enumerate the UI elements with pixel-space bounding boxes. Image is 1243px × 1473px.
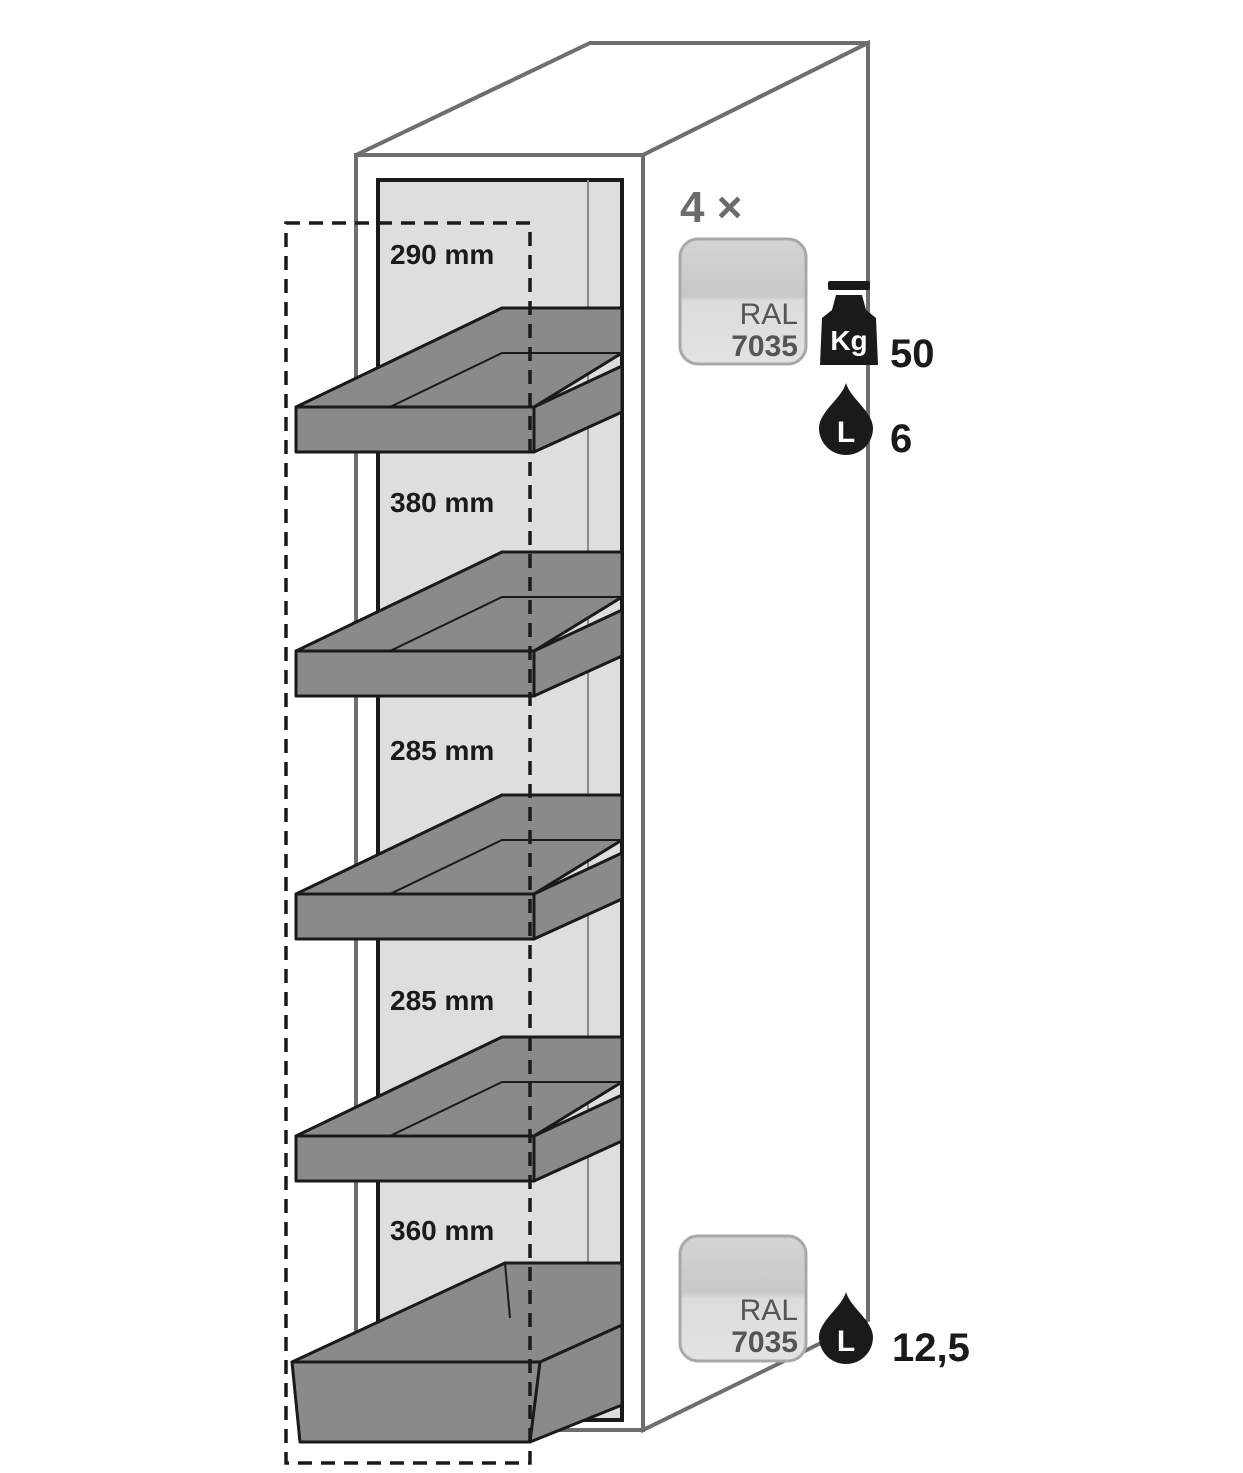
shelf-gap-label: 285 mm <box>390 735 494 766</box>
color-swatch-bottom: RAL 7035 <box>678 1234 808 1363</box>
max-load-value: 50 <box>890 332 935 376</box>
shelf <box>294 1035 624 1183</box>
shelf <box>294 793 624 941</box>
swatch-ral-label: RAL <box>740 1294 798 1327</box>
shelf <box>294 306 624 454</box>
drop-icon-text: L <box>837 1325 855 1358</box>
shelf-gap-label: 285 mm <box>390 985 494 1016</box>
shelf-gap-label: 360 mm <box>390 1215 494 1246</box>
pull-out-outline <box>284 221 532 1465</box>
sump-capacity-value: 12,5 <box>892 1326 970 1370</box>
shelf-gap-labels: 290 mm 380 mm 285 mm 285 mm 360 mm <box>390 239 494 1246</box>
weight-icon-text: Kg <box>830 325 867 356</box>
shelf-gap-label: 380 mm <box>390 487 494 518</box>
shelf-gap-label: 290 mm <box>390 239 494 270</box>
swatch-ral-label: RAL <box>740 298 798 331</box>
drop-icon: L <box>819 383 873 456</box>
drop-icon: L <box>819 1292 873 1365</box>
shelf <box>294 550 624 698</box>
shelves <box>294 306 624 1183</box>
color-swatch-top: RAL 7035 <box>678 237 808 366</box>
drop-icon-text: L <box>837 416 855 449</box>
shelf-capacity-value: 6 <box>890 417 912 461</box>
swatch-ral-code: 7035 <box>731 330 798 363</box>
swatch-ral-code: 7035 <box>731 1326 798 1359</box>
sump-tray <box>290 1261 624 1444</box>
weight-icon: Kg <box>820 281 878 365</box>
shelf-count-label: 4 × <box>680 183 742 232</box>
